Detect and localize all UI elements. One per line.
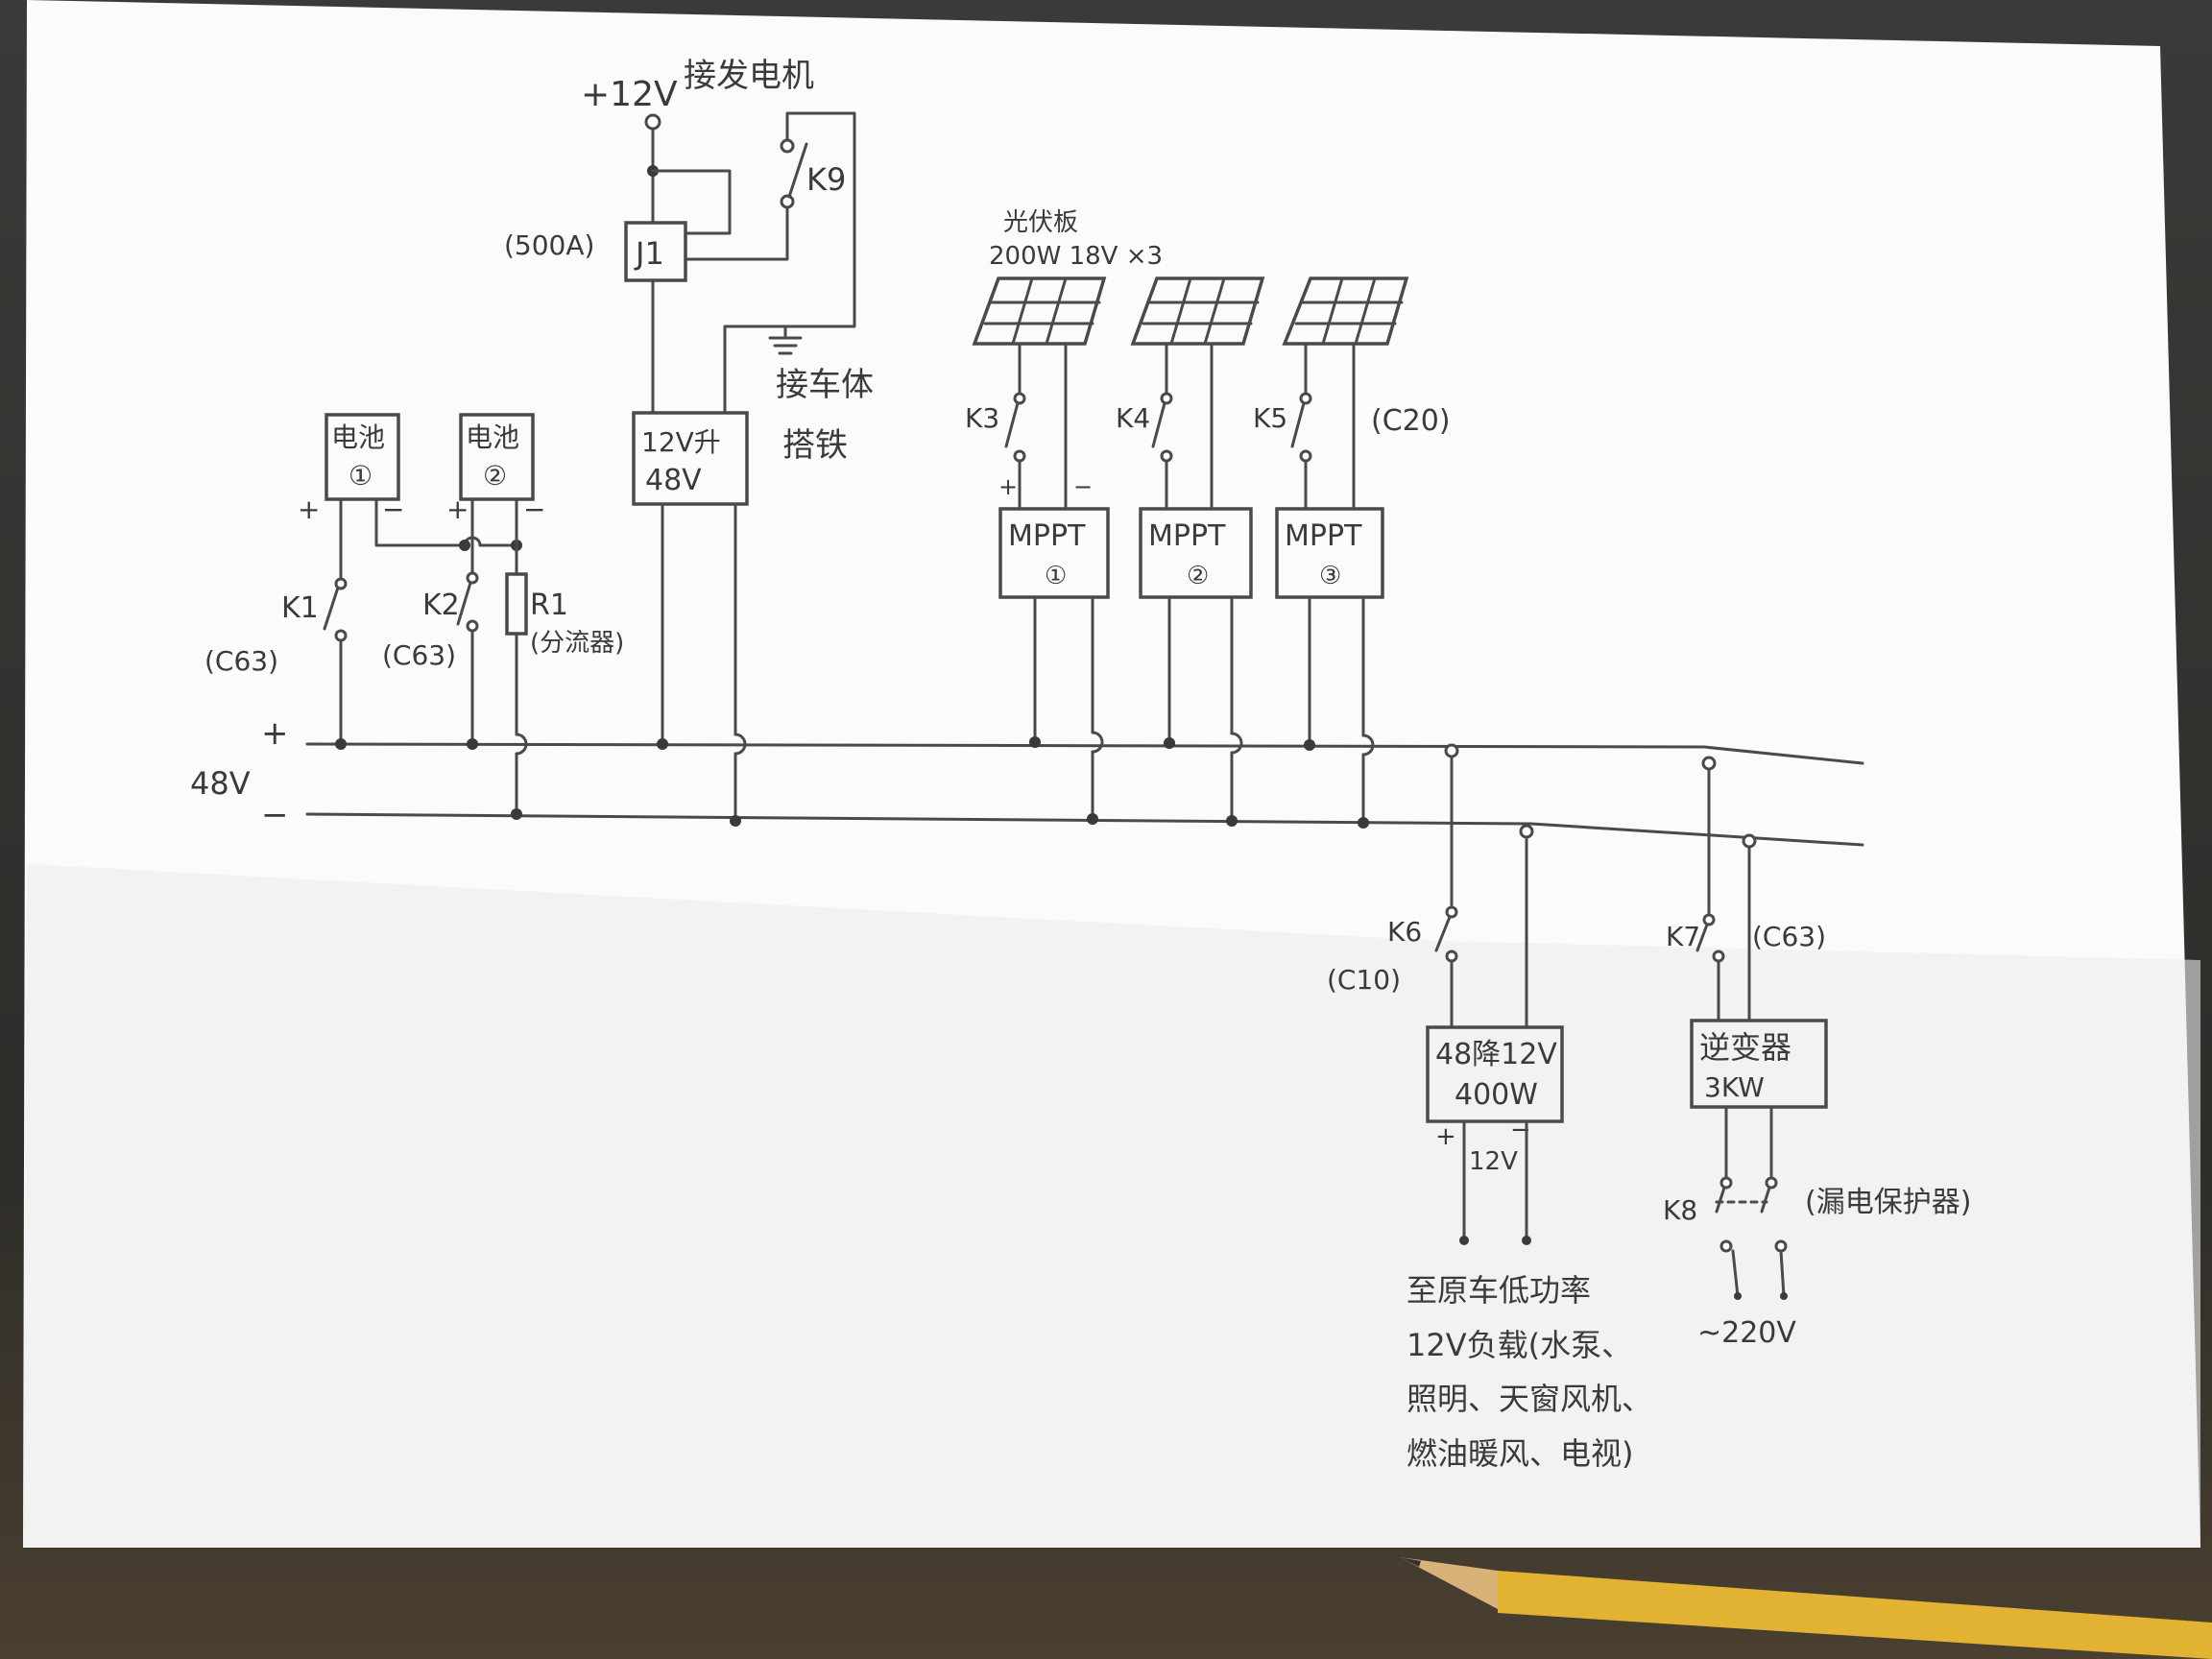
inverter-box <box>1690 1019 1828 1109</box>
engine-voltage-label: +12V <box>581 75 678 114</box>
battery-2-num: ② <box>483 460 507 492</box>
switch-k8-label: K8 <box>1663 1194 1697 1226</box>
svg-text:−: − <box>1073 473 1093 500</box>
battery-1-num: ① <box>349 460 373 492</box>
mppt-2-box <box>1139 507 1253 599</box>
svg-text:+: + <box>998 473 1018 500</box>
ac-out-label: ~220V <box>1697 1316 1796 1350</box>
bus-voltage-label: 48V <box>190 765 251 802</box>
shunt-desc: (分流器) <box>530 629 624 658</box>
switch-k6-label: K6 <box>1387 916 1422 948</box>
mppt-1-num: ① <box>1045 562 1067 590</box>
pv-section: 光伏板 200W 18V ×3 (C20) K3 + − MPPT ① <box>965 208 1451 829</box>
ground-label-2: 搭铁 <box>782 426 848 465</box>
bus-plus-label: + <box>261 714 289 753</box>
pv-panel-3 <box>1282 276 1409 346</box>
engine-terminal <box>644 113 661 131</box>
pv-panel-2 <box>1130 276 1265 346</box>
mppt-2-name: MPPT <box>1148 519 1226 553</box>
svg-text:−: − <box>523 493 545 525</box>
ground-symbol <box>768 325 803 355</box>
pv-panel-1 <box>972 276 1107 346</box>
engine-label: 接发电机 <box>684 57 814 95</box>
switch-k2-label: K2 <box>422 589 460 622</box>
mppt-1-box <box>998 507 1110 599</box>
dcdc-line1: 48降12V <box>1435 1038 1557 1071</box>
dcdc-out-label: 12V <box>1469 1147 1518 1176</box>
breaker-k7-label: (C63) <box>1752 921 1826 952</box>
switch-k1-label: K1 <box>281 591 319 625</box>
shunt-name: R1 <box>530 589 568 622</box>
pv-breaker-label: (C20) <box>1371 404 1451 438</box>
svg-text:−: − <box>382 493 404 525</box>
breaker-k6-label: (C10) <box>1327 964 1401 996</box>
loads-line-3: 照明、天窗风机、 <box>1407 1381 1652 1417</box>
rcd-desc: (漏电保护器) <box>1805 1186 1971 1219</box>
converter-12-48-box <box>632 411 749 506</box>
switch-k5-label: K5 <box>1253 402 1287 434</box>
relay-j1-box <box>624 221 687 282</box>
switch-k3-label: K3 <box>965 402 999 434</box>
inverter-line1: 逆变器 <box>1699 1029 1791 1066</box>
svg-text:−: − <box>1510 1116 1531 1144</box>
breaker-k2-label: (C63) <box>382 639 456 671</box>
svg-text:+: + <box>298 493 320 525</box>
inverter-line2: 3KW <box>1704 1071 1765 1103</box>
loads-line-1: 至原车低功率 <box>1407 1272 1591 1309</box>
svg-text:+: + <box>1435 1122 1456 1151</box>
loads-line-4: 燃油暖风、电视) <box>1407 1435 1634 1472</box>
switch-k7-label: K7 <box>1666 921 1700 952</box>
battery-1-name: 电池 <box>331 421 385 453</box>
mppt-2-num: ② <box>1187 562 1209 590</box>
switch-k4-label: K4 <box>1116 402 1150 434</box>
battery-2-name: 电池 <box>466 421 519 453</box>
relay-rating: (500A) <box>504 229 594 261</box>
svg-text:+: + <box>446 493 469 525</box>
loads-line-2: 12V负载(水泵、 <box>1407 1327 1632 1363</box>
mppt-3-box <box>1275 507 1384 599</box>
converter-up-line1: 12V升 <box>641 426 721 458</box>
dcdc-line2: 400W <box>1455 1078 1538 1112</box>
converter-up-line2: 48V <box>645 464 702 497</box>
ground-label-1: 接车体 <box>776 366 874 404</box>
inverter-section: K7 (C63) 逆变器 3KW K8 (漏电保护器) ~220V <box>1663 756 1971 1350</box>
dcdc-box <box>1426 1025 1564 1123</box>
paper-shadow <box>23 864 2200 1548</box>
mppt-3-num: ③ <box>1319 562 1341 590</box>
pencil <box>1400 1557 2212 1659</box>
loads-note: 至原车低功率 12V负载(水泵、 照明、天窗风机、 燃油暖风、电视) <box>1407 1272 1652 1472</box>
switch-k9-label: K9 <box>806 161 846 198</box>
battery-1-box <box>325 413 400 501</box>
bus-minus-label: − <box>261 796 289 834</box>
battery-section: 电池 ① 电池 ② + − + − K1 (C63) K2 (C63) <box>204 413 624 820</box>
engine-section: +12V 接发电机 J1 (500A) K9 12V升 48V 接车体 搭铁 <box>504 57 874 827</box>
pv-title: 光伏板 <box>1003 208 1078 237</box>
relay-name: J1 <box>634 235 664 272</box>
dcdc-section: K6 (C10) 48降12V 400W + − 12V <box>1327 743 1564 1245</box>
breaker-k1-label: (C63) <box>204 645 278 677</box>
mppt-3-name: MPPT <box>1285 519 1362 553</box>
battery-2-box <box>459 413 535 501</box>
pv-spec: 200W 18V ×3 <box>989 242 1163 271</box>
mppt-1-name: MPPT <box>1008 519 1086 553</box>
